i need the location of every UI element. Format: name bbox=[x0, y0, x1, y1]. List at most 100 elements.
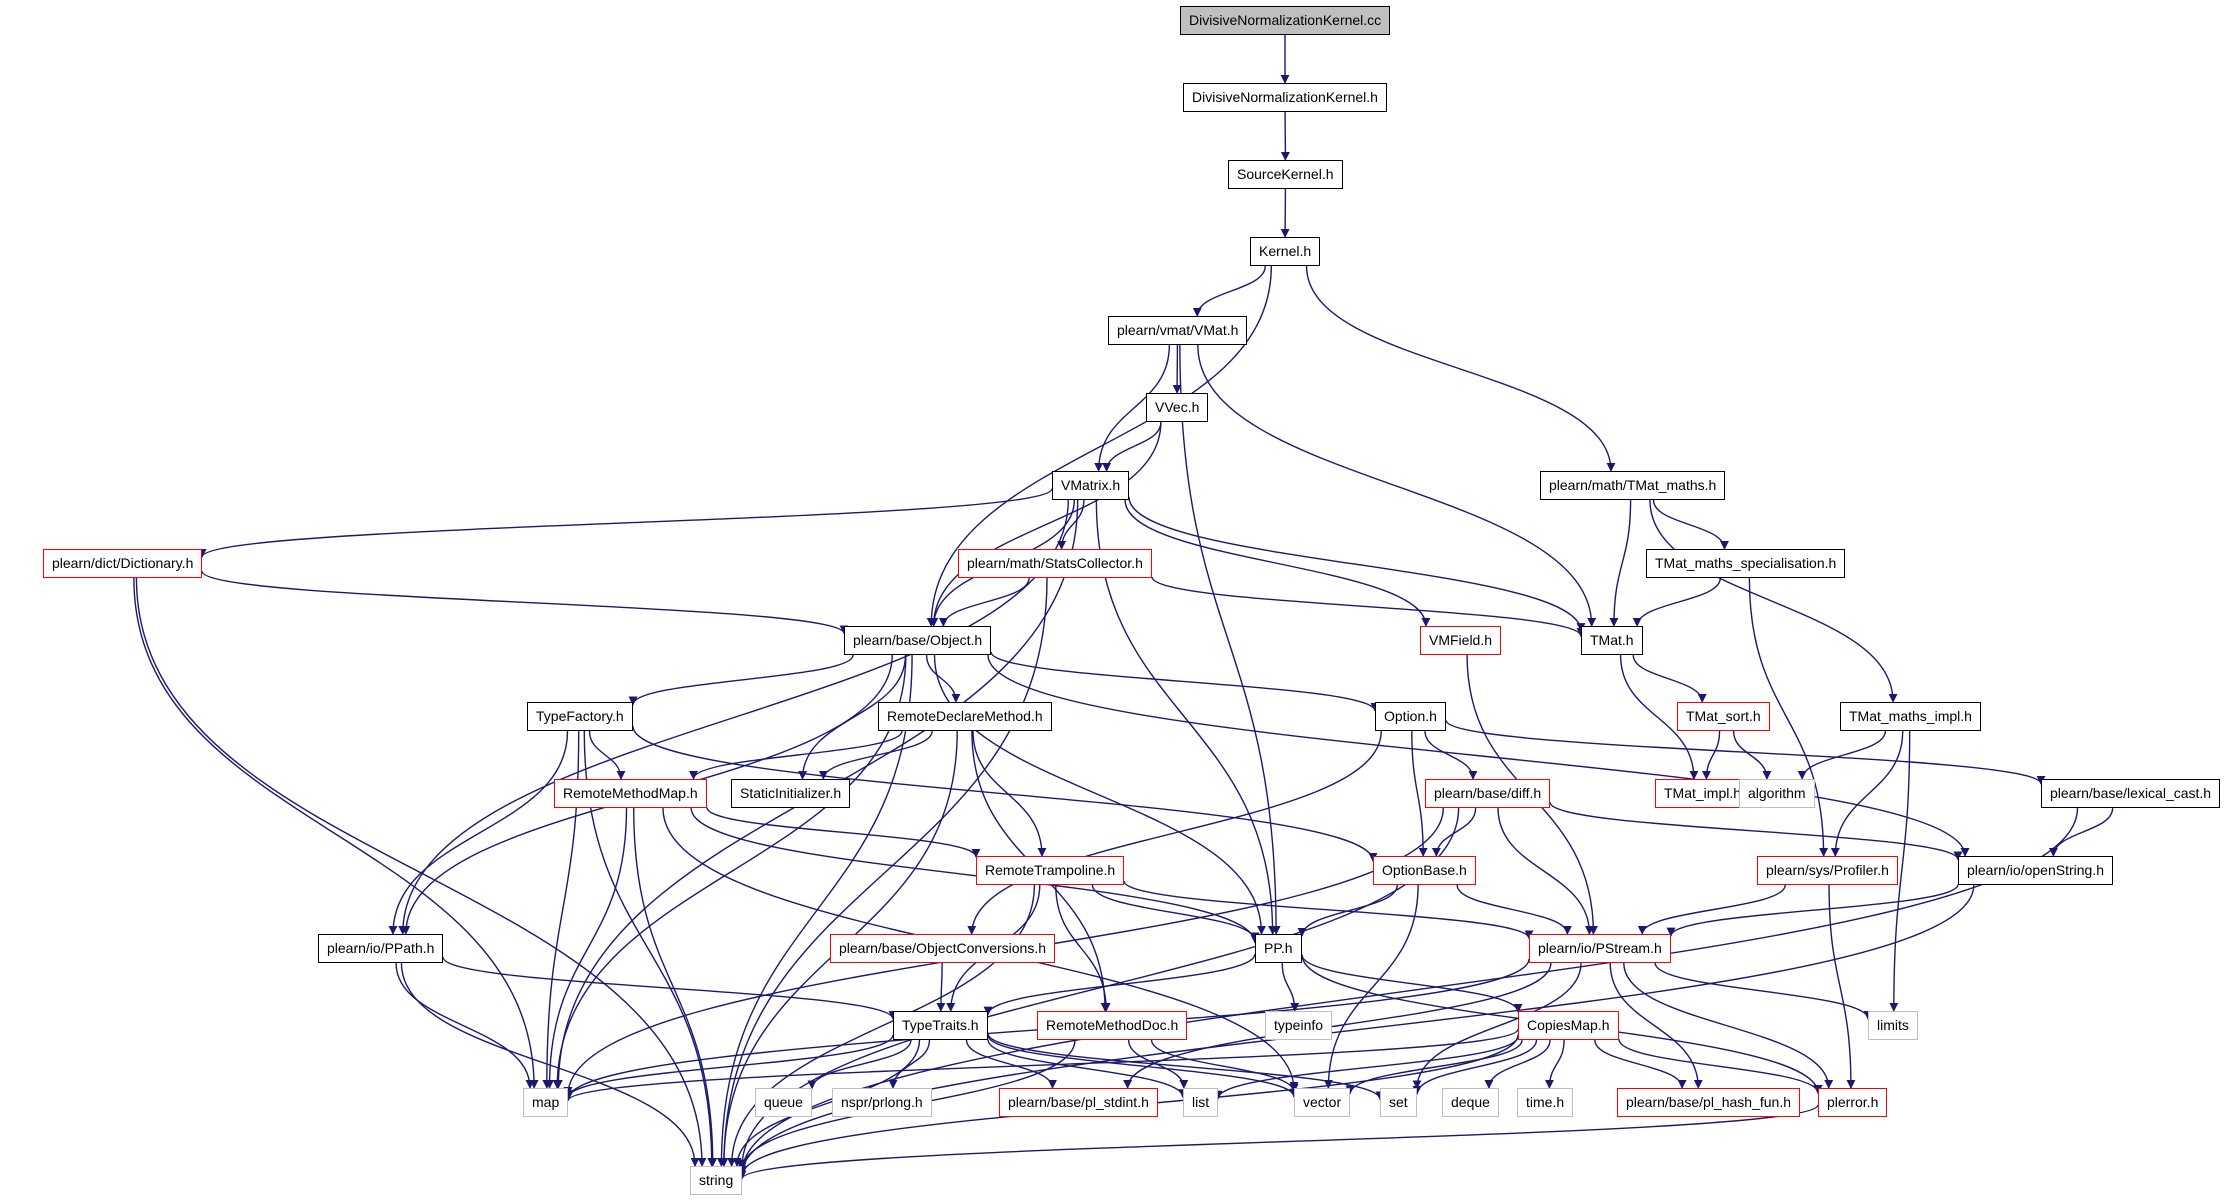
edge-kernel-to-object bbox=[926, 265, 1272, 627]
node-copiesmap[interactable]: CopiesMap.h bbox=[1518, 1011, 1619, 1040]
node-remotemethoddoc[interactable]: RemoteMethodDoc.h bbox=[1037, 1011, 1188, 1040]
edge-copiesmap-to-deque bbox=[1484, 1039, 1551, 1089]
node-statscollector[interactable]: plearn/math/StatsCollector.h bbox=[958, 549, 1152, 578]
node-typefactory[interactable]: TypeFactory.h bbox=[527, 702, 633, 731]
node-vector: vector bbox=[1294, 1088, 1351, 1117]
edge-vvec-to-vmatrix bbox=[1102, 421, 1162, 472]
edge-tmat_sort-to-algorithm bbox=[1732, 730, 1772, 780]
node-tmat_impl_maths[interactable]: TMat_maths_impl.h bbox=[1840, 702, 1981, 731]
edge-typetraits-to-prlong bbox=[888, 1039, 931, 1089]
node-sourcekernel[interactable]: SourceKernel.h bbox=[1228, 160, 1343, 189]
edge-vmatrix-to-pp bbox=[1095, 499, 1278, 935]
node-root: DivisiveNormalizationKernel.cc bbox=[1180, 6, 1391, 35]
edge-vmatrix-to-tmat bbox=[1128, 496, 1586, 633]
node-optionbase[interactable]: OptionBase.h bbox=[1373, 856, 1476, 885]
node-remotetrampoline[interactable]: RemoteTrampoline.h bbox=[976, 856, 1125, 885]
edge-vvec-to-object bbox=[929, 421, 1162, 627]
edge-ppath-to-map bbox=[395, 962, 535, 1089]
node-typetraits[interactable]: TypeTraits.h bbox=[893, 1011, 988, 1040]
edge-ppath-to-string bbox=[400, 962, 700, 1167]
node-tmat_sort[interactable]: TMat_sort.h bbox=[1677, 702, 1770, 731]
edge-object-to-option bbox=[990, 651, 1380, 712]
node-tmat_impl[interactable]: TMat_impl.h bbox=[1655, 779, 1751, 808]
edge-pstream-to-plerror bbox=[1623, 962, 1834, 1089]
edge-remotemethodmap-to-pp bbox=[690, 807, 1260, 944]
edge-copiesmap-to-vector bbox=[1345, 1039, 1523, 1095]
edge-tmat-to-tmat_impl bbox=[1619, 654, 1699, 780]
edge-typefactory-to-remotemethodmap bbox=[588, 730, 626, 780]
edge-option-to-optionbase bbox=[1411, 730, 1428, 857]
edge-profiler-to-pstream bbox=[1637, 884, 1786, 935]
node-pp[interactable]: PP.h bbox=[1255, 934, 1302, 963]
edge-tmat_impl_maths-to-limits bbox=[1889, 730, 1911, 1012]
node-vvec[interactable]: VVec.h bbox=[1146, 393, 1209, 422]
edge-typetraits-to-queue bbox=[807, 1039, 912, 1090]
node-tmat[interactable]: TMat.h bbox=[1581, 626, 1643, 655]
node-dnk_h[interactable]: DivisiveNormalizationKernel.h bbox=[1183, 83, 1387, 112]
edge-copiesmap-to-set bbox=[1412, 1039, 1538, 1096]
edge-tmat_maths-to-tmat_impl_maths bbox=[1649, 499, 1898, 703]
edge-copiesmap-to-pl_hash_fun bbox=[1594, 1039, 1687, 1089]
edge-option-to-objconv bbox=[967, 730, 1382, 935]
node-vmatrix[interactable]: VMatrix.h bbox=[1052, 471, 1130, 500]
node-object[interactable]: plearn/base/Object.h bbox=[844, 626, 992, 655]
edge-tmat_spec-to-tmat bbox=[1632, 577, 1722, 627]
node-kernel[interactable]: Kernel.h bbox=[1250, 237, 1321, 266]
node-pl_hash_fun[interactable]: plearn/base/pl_hash_fun.h bbox=[1617, 1088, 1801, 1117]
edge-remotetrampoline-to-remotemethoddoc bbox=[1055, 884, 1111, 1012]
edge-typetraits-to-vector bbox=[987, 1034, 1299, 1098]
node-objconv[interactable]: plearn/base/ObjectConversions.h bbox=[830, 934, 1056, 963]
edge-vmatrix-to-dictionary bbox=[197, 488, 1053, 558]
node-profiler[interactable]: plearn/sys/Profiler.h bbox=[1757, 856, 1898, 885]
node-staticinit[interactable]: StaticInitializer.h bbox=[731, 779, 851, 808]
edge-tmat_sort-to-tmat_impl bbox=[1701, 730, 1721, 780]
node-plerror[interactable]: plerror.h bbox=[1818, 1088, 1888, 1117]
edge-typetraits-to-set bbox=[987, 1033, 1385, 1101]
edge-vmatrix-to-vmfield bbox=[1124, 499, 1431, 627]
edge-option-to-lexical_cast bbox=[1445, 719, 2046, 785]
edge-openstring-to-string bbox=[737, 884, 1975, 1176]
edge-tmat_spec-to-profiler bbox=[1748, 577, 1829, 857]
edge-object-to-openstring bbox=[987, 654, 1970, 857]
node-remotemethodmap[interactable]: RemoteMethodMap.h bbox=[554, 779, 707, 808]
edge-vmat-to-pp bbox=[1179, 344, 1281, 935]
edge-option-to-diff bbox=[1424, 730, 1478, 780]
edge-typefactory-to-ppath bbox=[388, 730, 569, 935]
edge-objconv-to-typetraits bbox=[936, 962, 946, 1012]
edge-typetraits-to-list bbox=[987, 1039, 1188, 1099]
node-openstring[interactable]: plearn/io/openString.h bbox=[1958, 856, 2113, 885]
edge-optionbase-to-pstream bbox=[1456, 884, 1572, 935]
edge-vmat-to-vmatrix bbox=[1094, 344, 1171, 472]
edge-pstream-to-pl_hash_fun bbox=[1609, 962, 1703, 1089]
edge-typetraits-to-string bbox=[732, 1039, 921, 1167]
node-ppath[interactable]: plearn/io/PPath.h bbox=[318, 934, 444, 963]
edge-diff-to-openstring bbox=[1549, 801, 1963, 861]
node-lexical_cast[interactable]: plearn/base/lexical_cast.h bbox=[2041, 779, 2221, 808]
node-limits: limits bbox=[1868, 1011, 1918, 1040]
edge-pp-to-copiesmap bbox=[1301, 954, 1523, 1013]
edge-pstream-to-limits bbox=[1654, 962, 1873, 1020]
edge-statscollector-to-object bbox=[938, 577, 1030, 627]
node-remotedeclare[interactable]: RemoteDeclareMethod.h bbox=[878, 702, 1052, 731]
node-dictionary[interactable]: plearn/dict/Dictionary.h bbox=[43, 549, 203, 578]
edge-statscollector-to-tmat bbox=[1151, 576, 1586, 638]
node-time: time.h bbox=[1517, 1088, 1574, 1117]
node-diff[interactable]: plearn/base/diff.h bbox=[1425, 779, 1551, 808]
node-tmat_maths[interactable]: plearn/math/TMat_maths.h bbox=[1540, 471, 1726, 500]
node-vmat[interactable]: plearn/vmat/VMat.h bbox=[1108, 316, 1248, 345]
edge-remotedeclare-to-remotemethodmap bbox=[689, 730, 903, 780]
edge-tmat_impl_maths-to-algorithm bbox=[1797, 730, 1887, 780]
edge-tmat_maths-to-tmat bbox=[1609, 499, 1632, 627]
edge-plerror-to-string bbox=[737, 1104, 1819, 1180]
node-vmfield[interactable]: VMField.h bbox=[1420, 626, 1502, 655]
edge-vmatrix-to-ppath bbox=[398, 499, 1069, 935]
node-option[interactable]: Option.h bbox=[1375, 702, 1446, 731]
edge-copiesmap-to-map bbox=[563, 1028, 1519, 1102]
edge-profiler-to-plerror bbox=[1828, 884, 1856, 1089]
edge-remotemethodmap-to-remotetrampoline bbox=[706, 807, 981, 858]
node-pl_stdint[interactable]: plearn/base/pl_stdint.h bbox=[999, 1088, 1158, 1117]
node-tmat_spec[interactable]: TMat_maths_specialisation.h bbox=[1646, 549, 1846, 578]
node-deque: deque bbox=[1442, 1088, 1499, 1117]
node-pstream[interactable]: plearn/io/PStream.h bbox=[1529, 934, 1671, 963]
